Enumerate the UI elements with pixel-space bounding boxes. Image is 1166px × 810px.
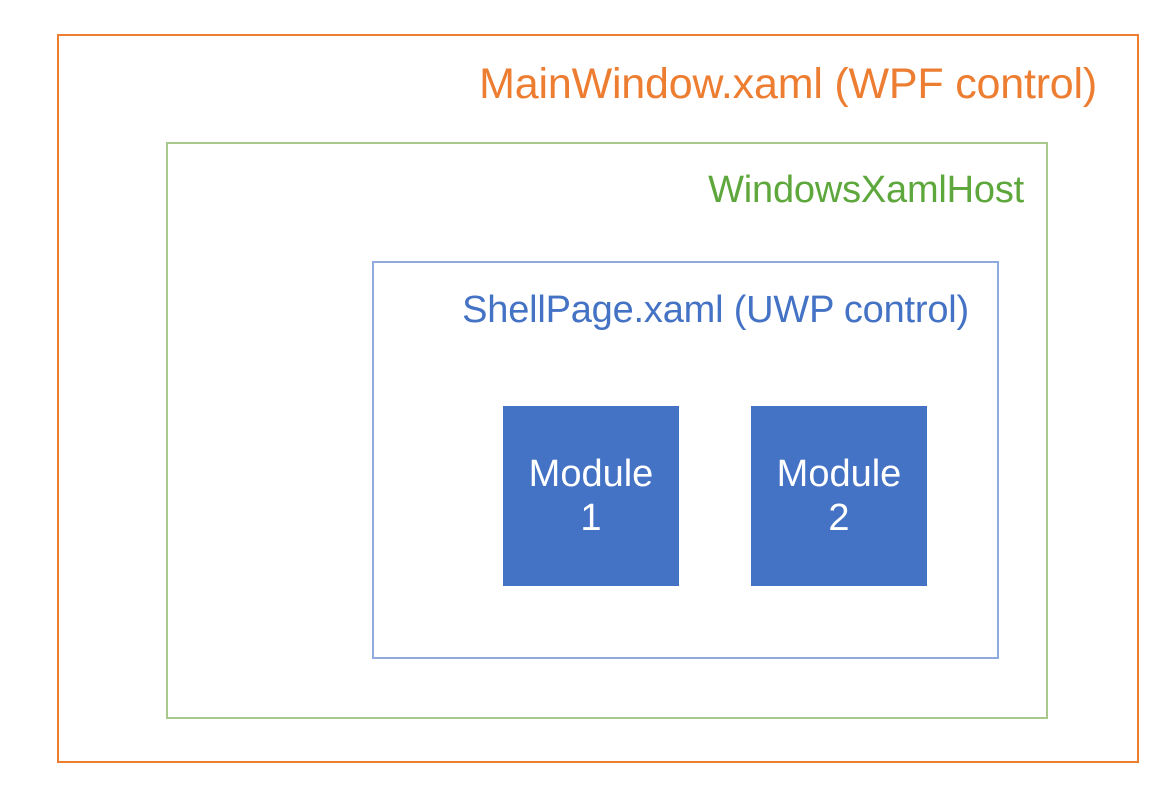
mainwindow-wpf-container: MainWindow.xaml (WPF control) (57, 34, 1139, 763)
mainwindow-wpf-label: MainWindow.xaml (WPF control) (479, 60, 1097, 108)
windowsxamlhost-container: WindowsXamlHost (166, 142, 1048, 719)
module-tile-2-name: Module (776, 452, 902, 495)
module-tile-2: Module 2 (751, 406, 927, 586)
shellpage-uwp-label: ShellPage.xaml (UWP control) (462, 289, 969, 331)
module-tile-1-name: Module (528, 452, 654, 495)
module-tile-1: Module 1 (503, 406, 679, 586)
shellpage-uwp-container: ShellPage.xaml (UWP control) Module 1 Mo… (372, 261, 999, 659)
module-tile-1-index: 1 (580, 497, 602, 539)
module-tile-2-index: 2 (828, 497, 850, 539)
windowsxamlhost-label: WindowsXamlHost (708, 169, 1024, 211)
